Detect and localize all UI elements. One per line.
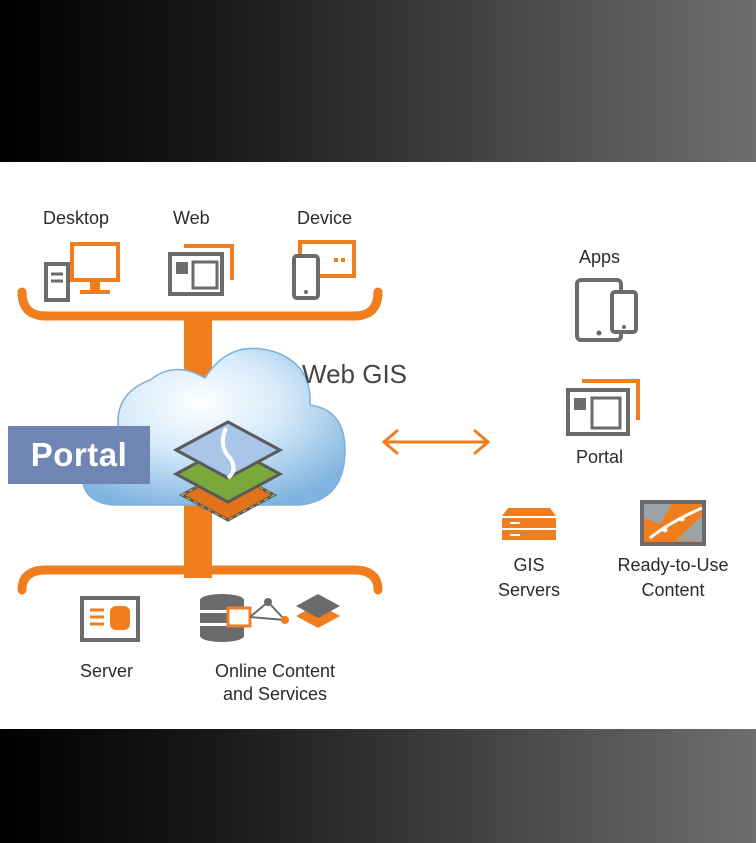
- gis-servers-label-line1: GIS: [513, 555, 545, 575]
- online-services-icon: [200, 594, 340, 642]
- online-content-label-line2: and Services: [222, 684, 328, 704]
- device-icon: [292, 240, 356, 300]
- ready-content-label-line1: Ready-to-Use: [617, 555, 729, 575]
- gis-servers-label-line2: Servers: [497, 580, 560, 600]
- device-label: Device: [297, 208, 353, 228]
- bottom-dark-band: [0, 729, 756, 843]
- desktop-label: Desktop: [43, 208, 110, 228]
- web-gis-label: Web GIS: [302, 359, 408, 389]
- map-layers-icon: [172, 420, 284, 522]
- web-label: Web: [173, 208, 210, 228]
- ready-content-label-line2: Content: [641, 580, 705, 600]
- bottom-bracket: [17, 565, 383, 595]
- apps-label: Apps: [579, 247, 621, 267]
- online-content-label-line1: Online Content: [214, 661, 336, 681]
- browser-icon: [168, 244, 234, 296]
- server-label: Server: [80, 661, 134, 681]
- portal-icon: [566, 379, 640, 436]
- portal-badge: Portal: [8, 426, 150, 484]
- portal-label: Portal: [576, 447, 624, 467]
- server-icon: [80, 596, 140, 642]
- top-dark-band: [0, 0, 756, 162]
- ready-to-use-content-icon: [640, 500, 706, 546]
- double-arrow-icon: [381, 428, 491, 456]
- apps-icon: [575, 278, 638, 342]
- desktop-icon: [44, 242, 120, 302]
- gis-servers-icon: [502, 508, 556, 540]
